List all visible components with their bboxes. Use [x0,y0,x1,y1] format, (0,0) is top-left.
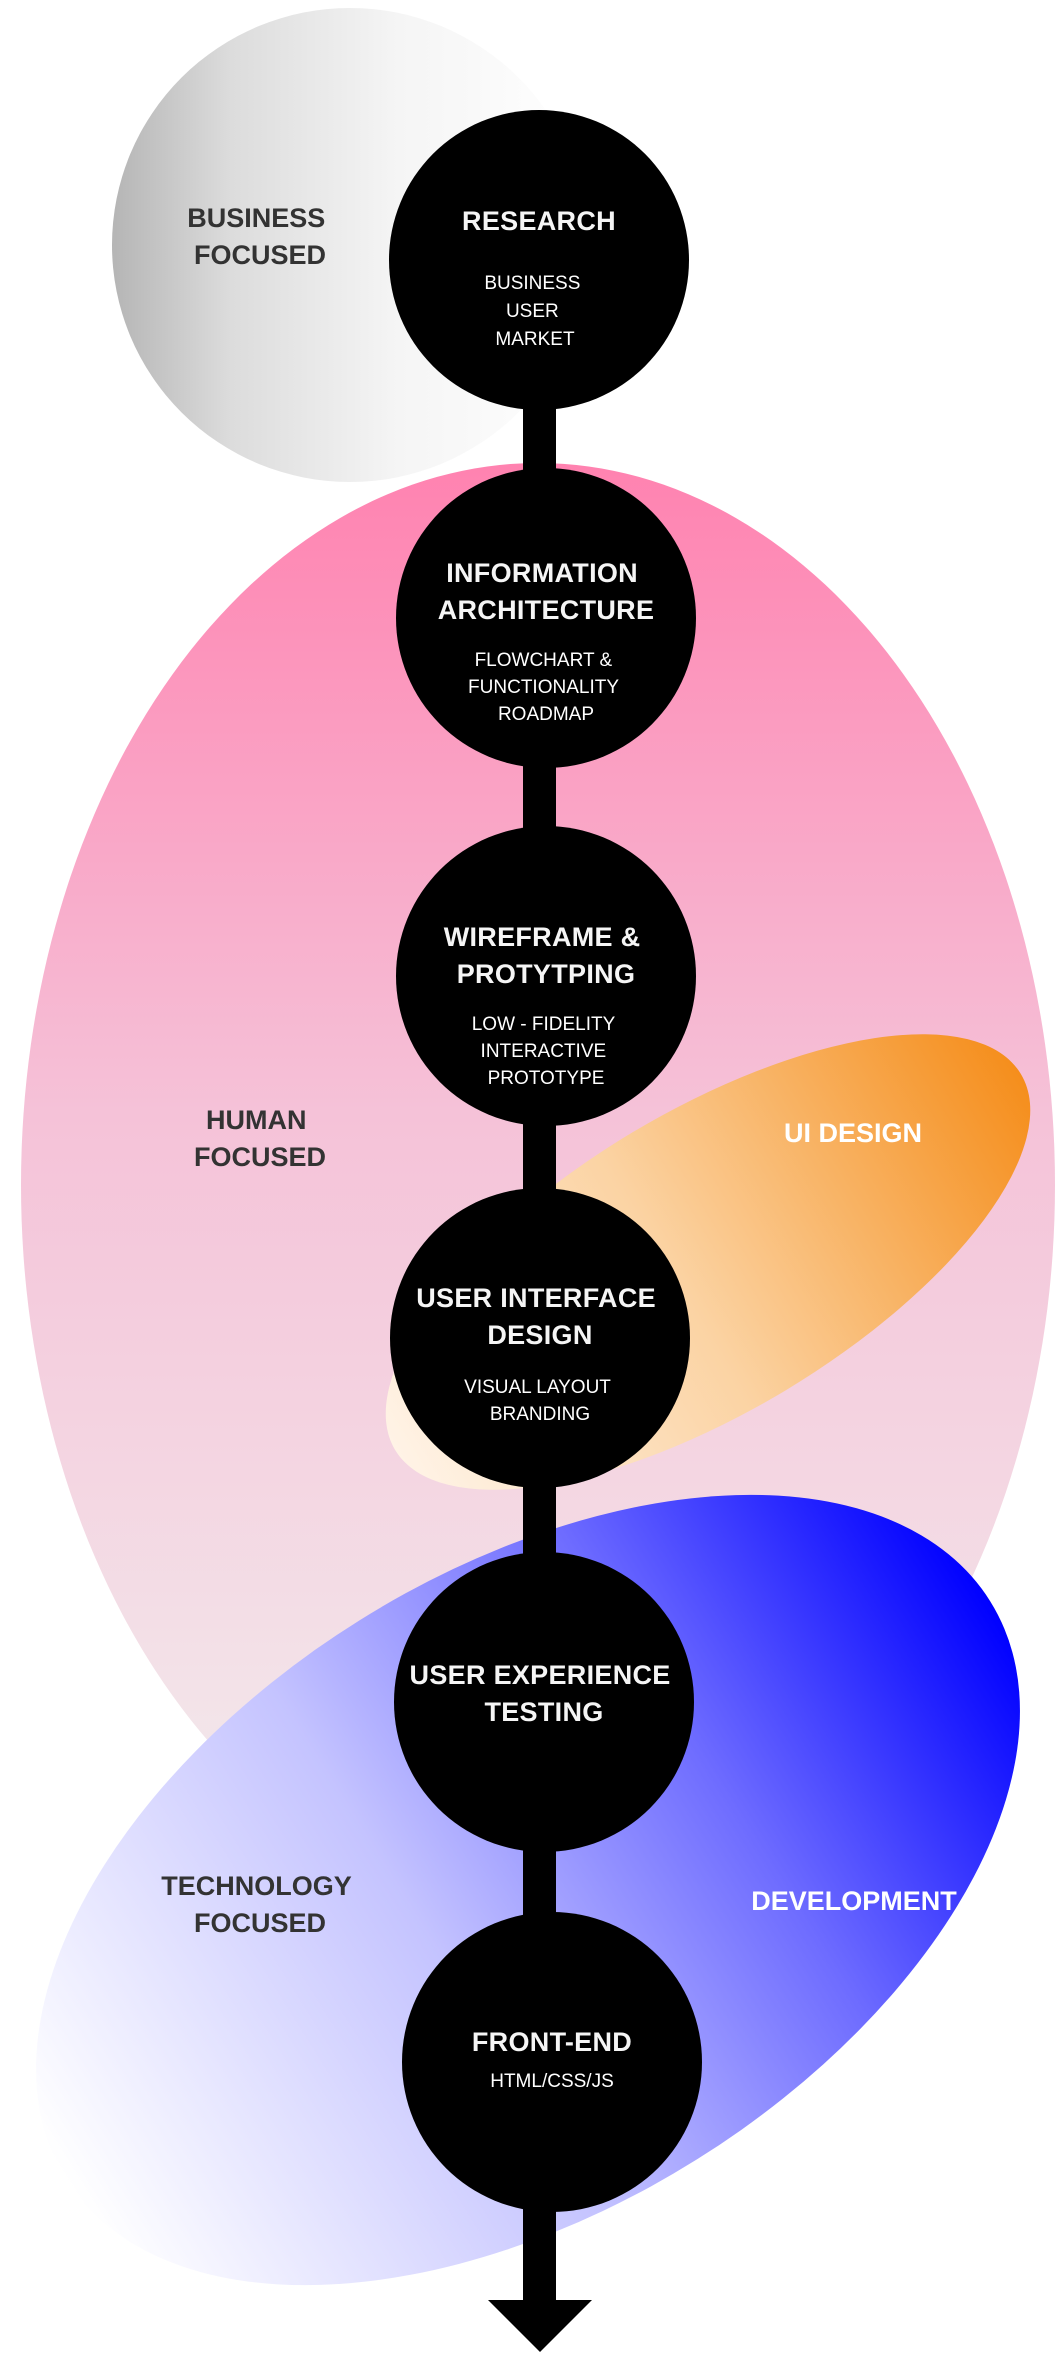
step-title: INFORMATION ARCHITECTURE [438,558,655,625]
step-details: HTML/CSS/JS [490,2071,614,2092]
step-details: BUSINESS USER MARKET [484,273,585,350]
ui-design-label: UI DESIGN [784,1118,922,1148]
step-node-circle [396,826,696,1126]
step-user-interface-design: USER INTERFACE DESIGN VISUAL LAYOUT BRAN… [390,1188,690,1488]
step-details: FLOWCHART & FUNCTIONALITY ROADMAP [468,650,624,725]
step-information-architecture: INFORMATION ARCHITECTURE FLOWCHART & FUN… [396,468,696,768]
development-label: DEVELOPMENT [751,1886,957,1916]
step-details: VISUAL LAYOUT BRANDING [464,1377,616,1425]
technology-focused-label: TECHNOLOGY FOCUSED [161,1871,359,1938]
step-details: LOW - FIDELITY INTERACTIVE PROTOTYPE [472,1014,621,1089]
step-title: USER EXPERIENCE TESTING [410,1660,679,1727]
step-node-circle [394,1552,694,1852]
step-node-circle [396,468,696,768]
step-user-experience-testing: USER EXPERIENCE TESTING [394,1552,694,1852]
step-title: FRONT-END [472,2027,632,2057]
step-node-circle [390,1188,690,1488]
step-title: USER INTERFACE DESIGN [416,1283,664,1350]
step-front-end: FRONT-END HTML/CSS/JS [402,1912,702,2212]
step-node-circle [389,110,689,410]
step-research: RESEARCH BUSINESS USER MARKET [389,110,689,410]
arrow-down-icon [488,2300,592,2352]
step-wireframe-prototyping: WIREFRAME & PROTYTPING LOW - FIDELITY IN… [396,826,696,1126]
human-focused-label: HUMAN FOCUSED [194,1105,326,1172]
step-title: WIREFRAME & PROTYTPING [444,922,649,989]
business-focused-label: BUSINESS FOCUSED [187,203,333,270]
step-title: RESEARCH [462,206,616,236]
step-node-circle [402,1912,702,2212]
